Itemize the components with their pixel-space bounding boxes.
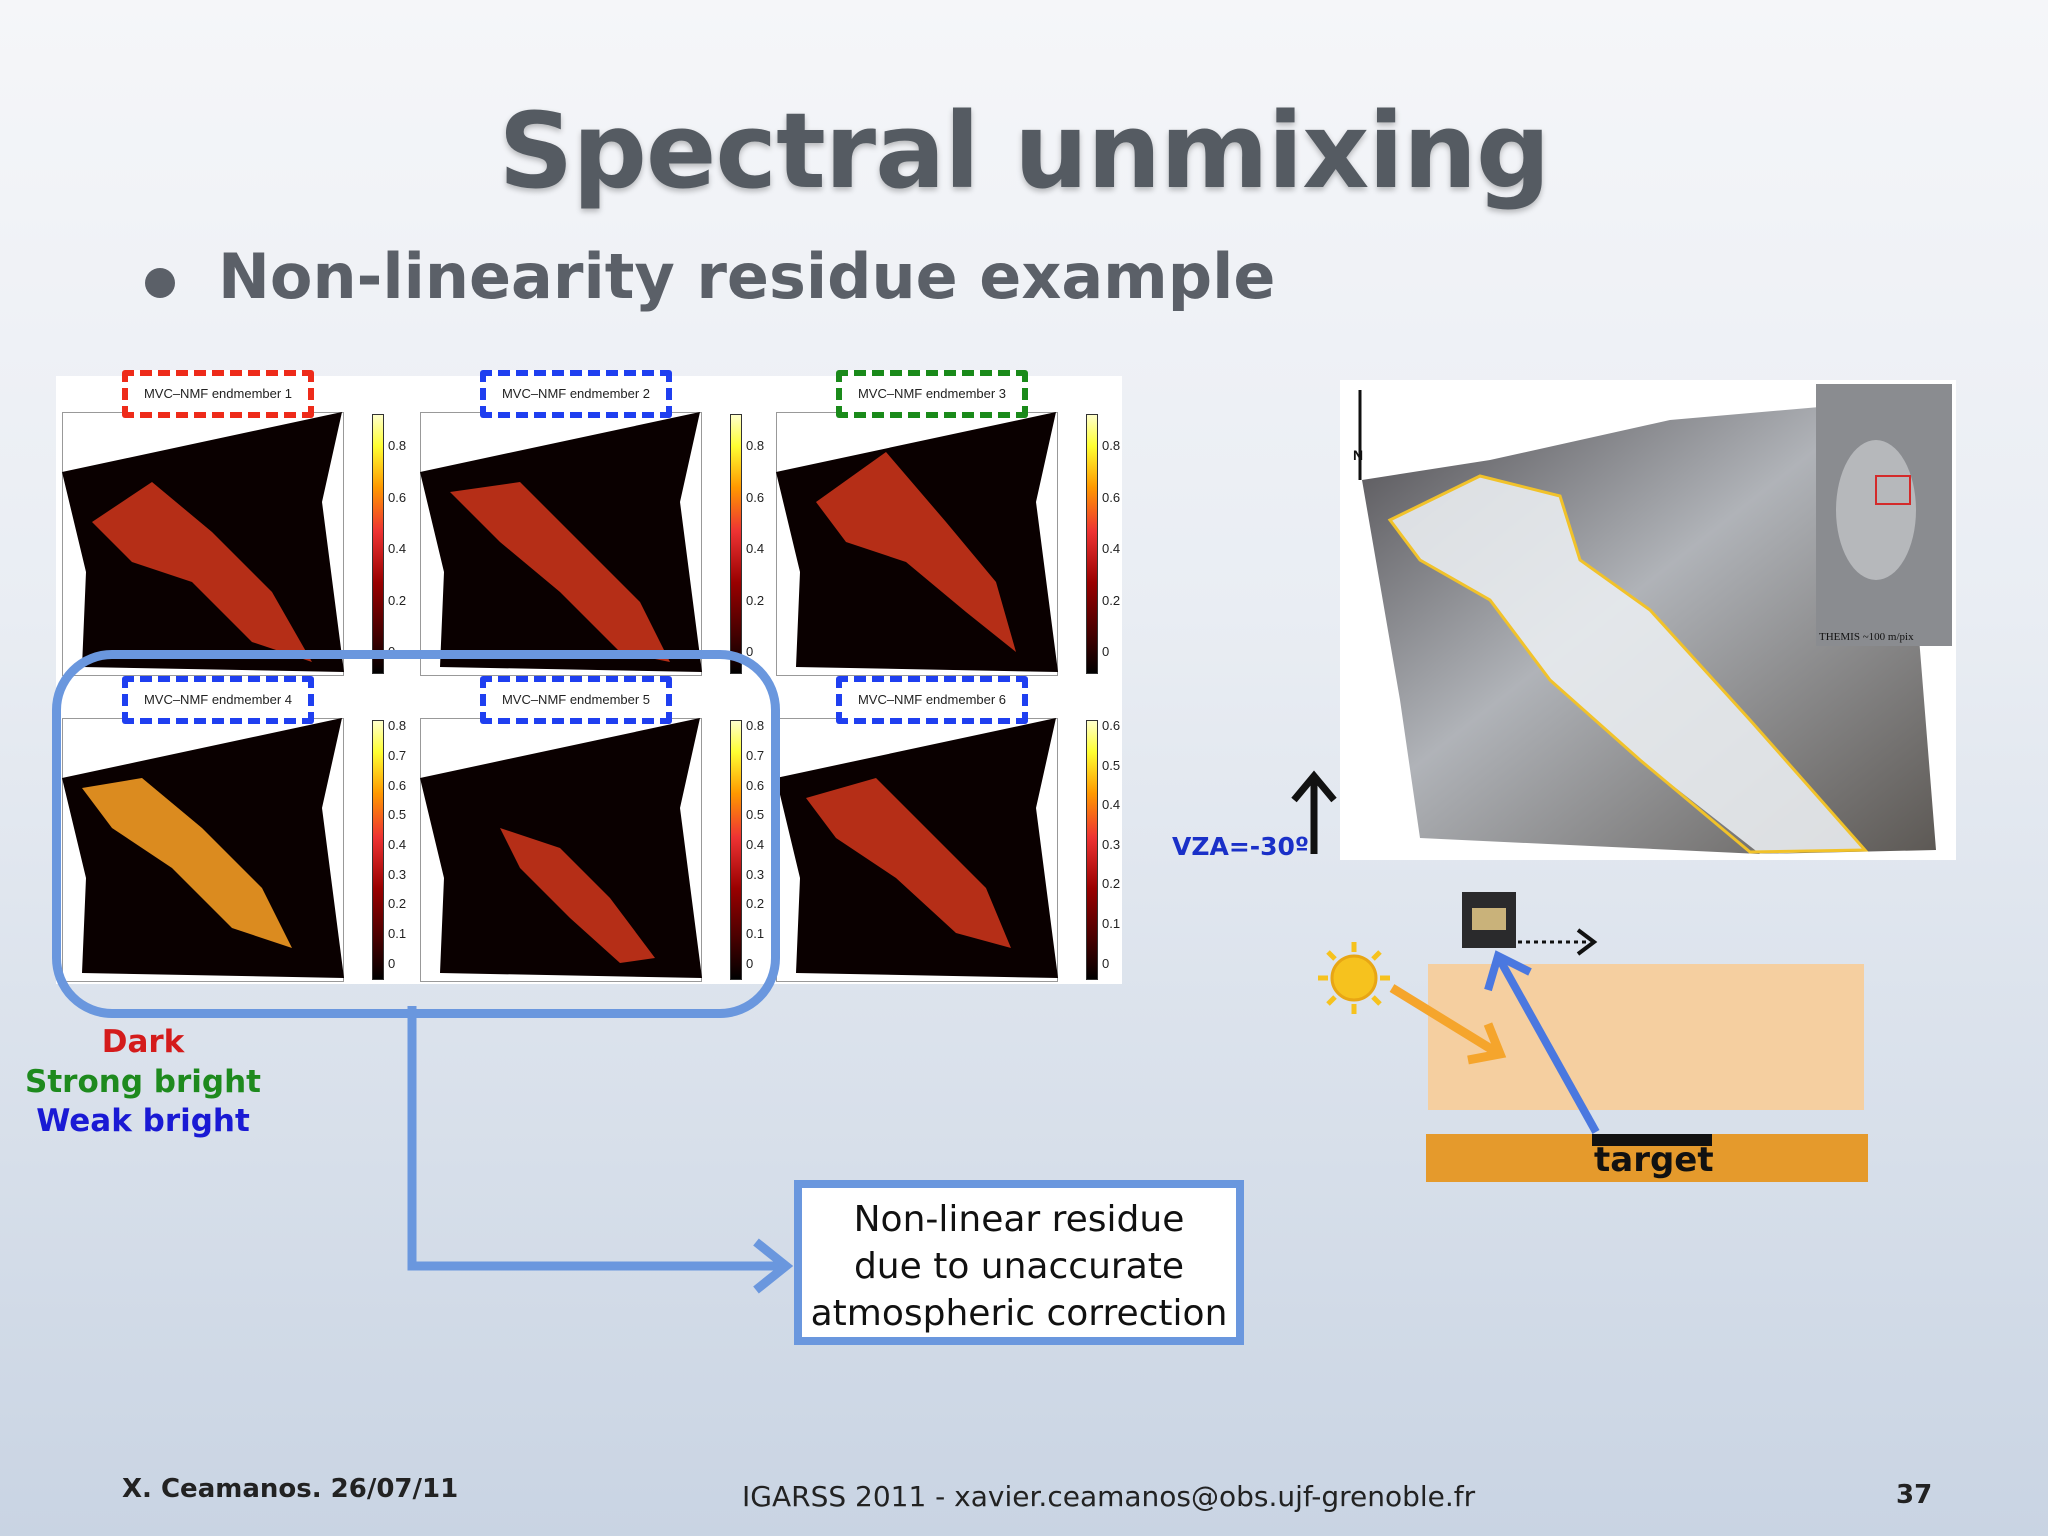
- legend-dark: Dark: [101, 1024, 185, 1060]
- atmosphere-layer: [1428, 964, 1864, 1110]
- colorbar: [1086, 414, 1098, 674]
- themis-label: THEMIS ~100 m/pix: [1819, 631, 1914, 643]
- colorbar-tick: 0.4: [388, 836, 407, 852]
- slide-title: Spectral unmixing: [498, 90, 1551, 212]
- colorbar-tick: 0.4: [746, 541, 765, 557]
- abundance-map-image: [420, 718, 702, 978]
- colorbar-tick: 0.6: [746, 489, 765, 505]
- residue-line-3: atmospheric correction: [810, 1293, 1228, 1334]
- highlight-box: [52, 650, 780, 1018]
- sun-icon: [1318, 942, 1390, 1014]
- colorbar-tick: 0.1: [1102, 915, 1121, 931]
- colorbar-tick: 0.7: [746, 747, 765, 763]
- colorbar-tick: 0.2: [746, 592, 765, 608]
- colorbar-tick: 0.2: [746, 896, 765, 912]
- legend-weak-bright: Weak bright: [36, 1103, 250, 1139]
- bullet-dot: [145, 268, 175, 298]
- colorbar-tick: 0.1: [388, 925, 407, 941]
- footer-author-date: X. Ceamanos. 26/07/11: [122, 1474, 459, 1504]
- colorbar-tick: 0.8: [388, 718, 407, 734]
- colorbar-tick: 0.3: [388, 866, 407, 882]
- endmember-title: MVC–NMF endmember 4: [122, 676, 314, 724]
- colorbar-tick: 0.6: [1102, 718, 1121, 734]
- colorbar-tick: 0.6: [1102, 489, 1121, 505]
- residue-line-2: due to unaccurate: [853, 1246, 1185, 1287]
- endmember-panel-2: 0.8 0.6 0.4 0.2 0 MVC–NMF endmember 2: [414, 370, 764, 676]
- colorbar: [730, 414, 742, 674]
- footer-conference: IGARSS 2011 - xavier.ceamanos@obs.ujf-gr…: [742, 1480, 1476, 1513]
- bullet-text: Non-linearity residue example: [218, 240, 1276, 313]
- colorbar: [372, 720, 384, 980]
- legend-strong-bright: Strong bright: [25, 1064, 261, 1100]
- colorbar-tick: 0.7: [388, 747, 407, 763]
- colorbar-tick: 0.2: [388, 592, 407, 608]
- colorbar-tick: 0: [1102, 644, 1110, 660]
- page-number: 37: [1896, 1480, 1933, 1510]
- abundance-map-image: [62, 412, 344, 672]
- colorbar-tick: 0.8: [388, 437, 407, 453]
- endmember-title: MVC–NMF endmember 6: [836, 676, 1028, 724]
- target-bar: [1592, 1134, 1712, 1146]
- colorbar-tick: 0.4: [388, 541, 407, 557]
- colorbar-tick: 0.2: [1102, 592, 1121, 608]
- residue-box: Non-linear residue due to unaccurate atm…: [794, 1180, 1244, 1345]
- colorbar-tick: 0.6: [388, 489, 407, 505]
- colorbar: [372, 414, 384, 674]
- residue-line-1: Non-linear residue: [853, 1199, 1185, 1240]
- colorbar-tick: 0.2: [388, 896, 407, 912]
- endmember-panel-6: 0.6 0.5 0.4 0.3 0.2 0.1 0 MVC–NMF endmember 6: [770, 676, 1120, 982]
- illumination-diagram: [1318, 892, 1868, 1182]
- target-label: target: [1594, 1140, 1714, 1180]
- abundance-map-image: [62, 718, 344, 978]
- vza-arrow-icon: [1291, 770, 1337, 854]
- vza-label: VZA=-30º: [1172, 832, 1310, 861]
- abundance-map-image: [776, 718, 1058, 978]
- colorbar-tick: 0.1: [746, 925, 765, 941]
- colorbar-tick: 0.6: [388, 777, 407, 793]
- colorbar-tick: 0.8: [746, 718, 765, 734]
- compass-north-label: N: [1353, 447, 1363, 463]
- colorbar-tick: 0.8: [1102, 437, 1121, 453]
- abundance-map-image: [420, 412, 702, 672]
- endmember-title: MVC–NMF endmember 5: [480, 676, 672, 724]
- endmember-title: MVC–NMF endmember 2: [480, 370, 672, 418]
- colorbar-tick: 0.4: [1102, 541, 1121, 557]
- colorbar-tick: 0.6: [746, 777, 765, 793]
- colorbar-tick: 0.2: [1102, 876, 1121, 892]
- colorbar-tick: 0.5: [1102, 757, 1121, 773]
- colorbar-tick: 0.5: [746, 807, 765, 823]
- colorbar-tick: 0.3: [746, 866, 765, 882]
- colorbar-tick: 0.5: [388, 807, 407, 823]
- endmember-title: MVC–NMF endmember 1: [122, 370, 314, 418]
- colorbar-tick: 0.3: [1102, 836, 1121, 852]
- colorbar-tick: 0: [746, 644, 754, 660]
- colorbar-tick: 0.8: [746, 437, 765, 453]
- mars-image: THEMIS ~100 m/pix N: [1340, 380, 1956, 860]
- colorbar-tick: 0.4: [1102, 797, 1121, 813]
- endmember-panel-4: 0.8 0.7 0.6 0.5 0.4 0.3 0.2 0.1 0 MVC–NMF endmemb…: [56, 676, 406, 982]
- colorbar: [1086, 720, 1098, 980]
- abundance-map-image: [776, 412, 1058, 672]
- colorbar-tick: 0.4: [746, 836, 765, 852]
- colorbar-tick: 0: [388, 955, 396, 971]
- endmember-panel-3: 0.8 0.6 0.4 0.2 0 MVC–NMF endmember 3: [770, 370, 1120, 676]
- colorbar-tick: 0: [1102, 955, 1110, 971]
- endmember-title: MVC–NMF endmember 3: [836, 370, 1028, 418]
